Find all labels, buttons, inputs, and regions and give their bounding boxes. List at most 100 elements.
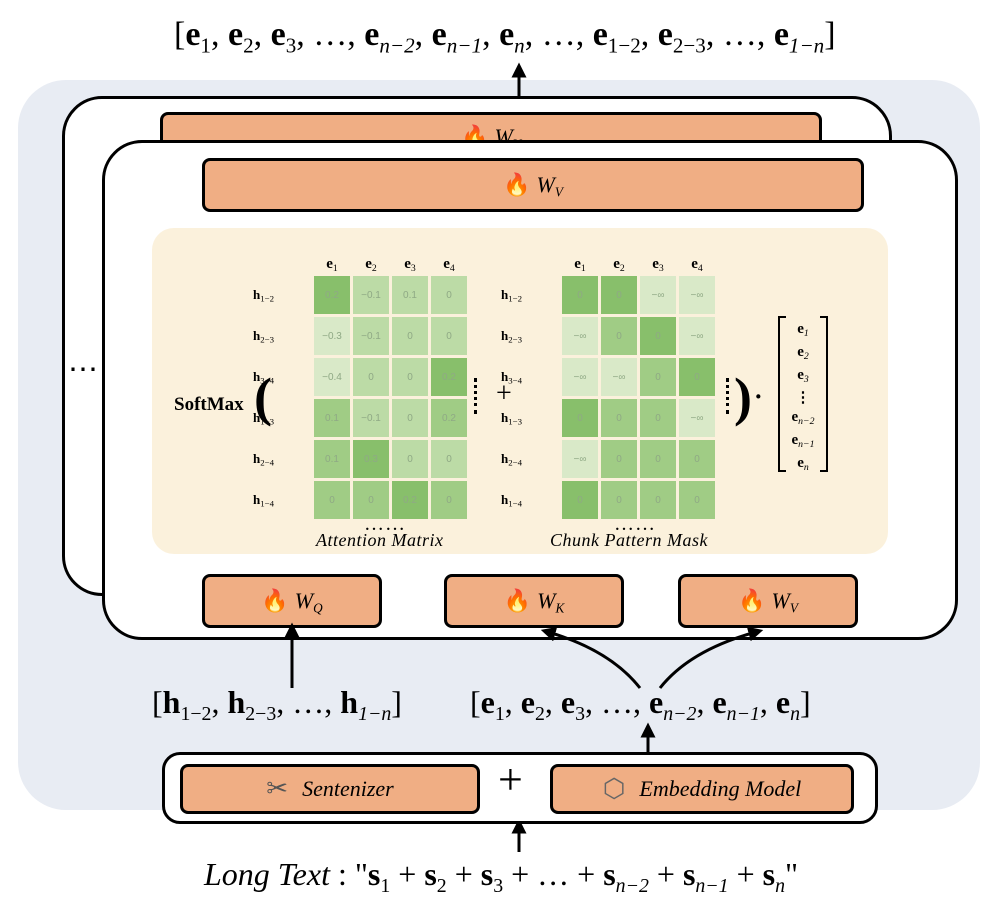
matrix-cell: −∞: [679, 399, 715, 437]
matrix-cell: 0: [353, 358, 389, 396]
separator: ,: [324, 684, 341, 720]
math-symbol: sn−1: [683, 856, 729, 896]
attention-panel: [152, 228, 888, 554]
matrix-cell: −0.3: [314, 317, 350, 355]
row-header-sub: 1−4: [260, 498, 274, 509]
math-symbol: s2: [424, 856, 446, 896]
layers-ellipsis: ⋯: [68, 353, 98, 386]
mask-vertical-dots: [726, 378, 735, 414]
row-header: h2−4: [492, 451, 522, 468]
math-symbol: e2: [521, 684, 545, 724]
attention-ellipsis: ……: [364, 513, 406, 535]
separator: ,: [633, 684, 650, 720]
vector-entry: ⋮: [780, 389, 826, 408]
matrix-cell: 0: [679, 481, 715, 519]
symbol-base: …: [313, 16, 348, 53]
matrix-cell: −∞: [679, 317, 715, 355]
column-header: e4: [431, 256, 467, 274]
vector-entry-base: e: [797, 321, 804, 337]
separator: ,: [347, 16, 365, 53]
bracket-open: [: [174, 16, 186, 53]
symbol-base: …: [601, 684, 634, 720]
matrix-cell: −∞: [562, 358, 598, 396]
math-symbol: en−1: [712, 684, 759, 724]
row-header-base: h: [252, 492, 261, 507]
arrow-e-to-wv: [658, 626, 764, 689]
bracket-close: ]: [391, 684, 402, 720]
row-header-sub: 1−2: [260, 293, 274, 304]
separator: ,: [482, 16, 500, 53]
column-header-sub: 3: [410, 262, 416, 274]
bracket-close: ]: [824, 16, 836, 53]
matrix-cell: −0.1: [353, 276, 389, 314]
matrix-cell: −∞: [679, 276, 715, 314]
row-header: h1−4: [492, 492, 522, 509]
sentenizer-label: Sentenizer: [302, 776, 394, 801]
symbol-subscript: n: [514, 33, 525, 58]
column-header-sub: 2: [619, 262, 625, 274]
symbol-base: s: [480, 856, 494, 892]
vector-entry-sub: 1: [803, 327, 809, 339]
row-header-base: h: [500, 492, 509, 507]
column-header: e4: [679, 256, 715, 274]
matrix-cell: 0: [679, 440, 715, 478]
math-symbol: …: [601, 684, 633, 720]
long-text-label: Long Text: [204, 856, 330, 892]
chunk-hidden-states: [h1−2, h2−3, …, h1−n]: [152, 684, 402, 724]
vector-entry: en−1: [780, 431, 826, 454]
column-header-base: e: [404, 256, 411, 272]
vector-entry-base: e: [791, 431, 799, 448]
matrix-cell: −0.1: [353, 399, 389, 437]
mask-ellipsis: ……: [614, 513, 656, 535]
separator: ,: [296, 16, 314, 53]
model-logo-icon: ⬡: [602, 774, 626, 803]
math-symbol: en−2: [649, 684, 696, 724]
symbol-base: e: [480, 684, 495, 720]
sentenizer-box: ✂ Sentenizer: [180, 764, 480, 814]
plus-joiner: +: [648, 856, 683, 892]
vector-entry-base: e: [797, 343, 804, 360]
symbol-subscript: 2−3: [245, 702, 277, 725]
row-header: h2−3: [492, 328, 522, 345]
symbol-base: s: [367, 856, 381, 892]
column-header-sub: 2: [371, 262, 377, 274]
symbol-base: e: [712, 684, 727, 720]
matrix-cell: 0: [601, 481, 637, 519]
column-header-base: e: [326, 256, 333, 272]
symbol-base: e: [560, 684, 576, 720]
separator: ,: [705, 16, 723, 53]
separator: ,: [756, 16, 774, 53]
symbol-subscript: 1: [380, 874, 391, 897]
row-header-sub: 3−4: [508, 375, 522, 386]
tools-plus: +: [498, 755, 523, 804]
symbol-base: e: [592, 16, 608, 53]
row-header-base: h: [252, 369, 261, 384]
symbol-subscript: 1−n: [358, 702, 392, 725]
symbol-base: e: [185, 16, 201, 53]
scissors-icon: ✂: [266, 774, 289, 803]
wq-label: WQ: [294, 588, 323, 616]
wv-bottom-label: WV: [771, 588, 798, 616]
row-header-base: h: [252, 328, 261, 343]
math-symbol: en−1: [431, 16, 482, 56]
matrix-cell: 0: [431, 481, 467, 519]
symbol-subscript: n−2: [379, 33, 415, 58]
math-symbol: en−2: [364, 16, 414, 56]
symbol-base: e: [431, 16, 447, 53]
matrix-cell: 0.2: [431, 358, 467, 396]
fire-icon: 🔥: [503, 588, 532, 613]
column-header-base: e: [613, 256, 620, 272]
row-header-sub: 1−3: [260, 416, 274, 427]
symbol-subscript: 3: [493, 874, 504, 897]
symbol-subscript: 2: [534, 702, 545, 725]
separator: ,: [276, 684, 293, 720]
symbol-base: e: [364, 16, 380, 53]
matrix-cell: 0: [601, 317, 637, 355]
symbol-base: s: [603, 856, 616, 892]
symbol-subscript: 2: [243, 33, 254, 58]
symbol-base: s: [424, 856, 437, 892]
vector-entry: e1: [780, 320, 826, 343]
